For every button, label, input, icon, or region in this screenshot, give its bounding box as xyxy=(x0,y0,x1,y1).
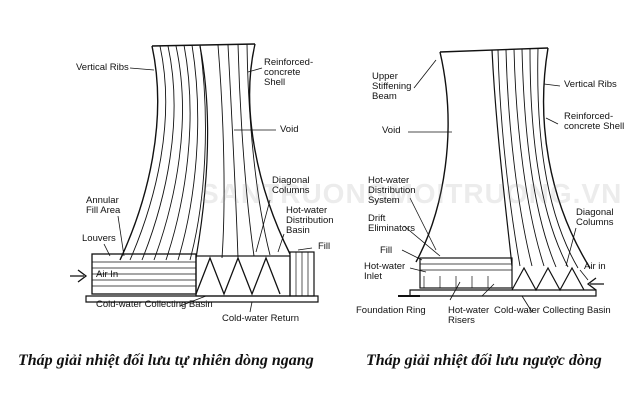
label-hot-water-inlet: Hot-water Inlet xyxy=(364,261,406,282)
right-basin xyxy=(409,289,597,297)
label-cold-water-basin-right: Cold-water Collecting Basin xyxy=(494,305,611,316)
right-shell-outer-right xyxy=(542,47,591,269)
label-air-in-right: Air in xyxy=(584,261,606,272)
right-tower xyxy=(398,47,604,313)
label-fill-right: Fill xyxy=(380,245,393,256)
right-shell-outer-left xyxy=(415,51,449,263)
left-basin xyxy=(85,295,319,303)
label-shell-right: Reinforced- concrete Shell xyxy=(564,111,625,132)
right-inner-wall xyxy=(491,49,513,267)
left-diagonal-columns xyxy=(195,256,281,296)
label-vertical-ribs-right: Vertical Ribs xyxy=(564,79,617,90)
watermark: SANTRUONGMOITRUONG.VN xyxy=(200,178,623,209)
left-inner-wall xyxy=(195,45,209,259)
left-fill-hatch xyxy=(92,261,196,287)
right-vertical-ribs xyxy=(497,47,579,269)
label-hot-water-basin-left: Hot-water Distribution Basin xyxy=(286,205,334,236)
label-void-left: Void xyxy=(280,124,299,135)
label-hot-water-risers: Hot-water Risers xyxy=(448,305,490,326)
label-shell-left: Reinforced- concrete Shell xyxy=(264,57,314,88)
label-upper-beam: Upper Stiffening Beam xyxy=(372,71,412,102)
label-foundation-ring: Foundation Ring xyxy=(356,305,426,316)
label-fill-left: Fill xyxy=(318,241,331,252)
label-void-right: Void xyxy=(382,125,401,136)
label-cold-water-basin-left: Cold-water Collecting Basin xyxy=(96,299,213,310)
left-shell-outer-right xyxy=(248,43,291,255)
caption-right: Tháp giải nhiệt đối lưu ngược dòng xyxy=(366,352,602,369)
label-diagonal-columns-right: Diagonal Columns xyxy=(576,207,614,228)
right-air-arrow xyxy=(586,277,604,291)
left-vertical-ribs xyxy=(129,43,271,261)
left-tower xyxy=(70,43,319,313)
left-shell-outer-left xyxy=(119,45,159,261)
label-annular-fill-area: Annular Fill Area xyxy=(86,195,121,216)
right-fill-block xyxy=(419,257,513,289)
label-hot-water-system: Hot-water Distribution System xyxy=(368,175,416,206)
right-diagonal-columns xyxy=(511,266,585,292)
label-vertical-ribs-left: Vertical Ribs xyxy=(76,62,129,73)
left-air-arrow xyxy=(70,269,88,283)
label-louvers: Louvers xyxy=(82,233,116,244)
caption-left: Tháp giải nhiệt đối lưu tự nhiên dòng ng… xyxy=(18,352,314,369)
label-cold-water-return: Cold-water Return xyxy=(222,313,300,324)
label-air-in-left: Air In xyxy=(96,269,119,280)
label-drift-eliminators: Drift Eliminators xyxy=(368,213,415,234)
label-diagonal-columns-left: Diagonal Columns xyxy=(272,175,310,196)
